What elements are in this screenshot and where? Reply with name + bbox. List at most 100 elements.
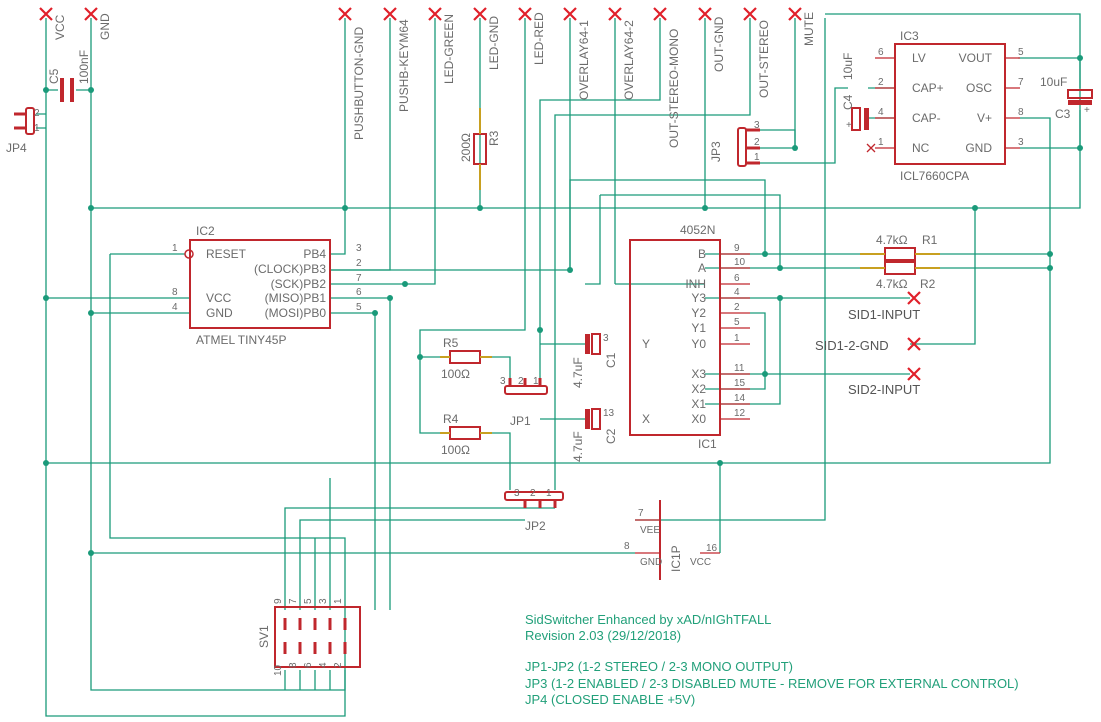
- svg-text:PB4: PB4: [303, 247, 326, 261]
- note-jp3: JP3 (1-2 ENABLED / 2-3 DISABLED MUTE - R…: [525, 676, 1019, 691]
- svg-text:1: 1: [754, 152, 760, 163]
- sid1-input-label: SID1-INPUT: [848, 307, 920, 322]
- ic1-pin-name: INH: [685, 277, 706, 291]
- svg-text:4.7kΩ: 4.7kΩ: [876, 233, 908, 247]
- svg-text:1: 1: [34, 123, 40, 134]
- svg-text:1: 1: [172, 243, 178, 254]
- ic1p-power: 7 VEE 8 GND IC1P 16 VCC: [624, 500, 720, 580]
- top-connectors: VCC GND PUSHBUTTON-GND PUSHB-KEYM64 LED-…: [39, 7, 816, 148]
- ic1-pin-name: B: [698, 247, 706, 261]
- svg-text:3: 3: [356, 243, 362, 254]
- ic1-pin-number: 11: [734, 363, 745, 374]
- svg-text:2: 2: [530, 488, 536, 499]
- jumper-jp3: 3 2 1 JP3: [709, 120, 760, 167]
- ic1-pin-name: Y1: [691, 321, 706, 335]
- svg-text:100Ω: 100Ω: [441, 367, 470, 381]
- svg-text:6: 6: [878, 47, 884, 58]
- ic1-pin-number: 1: [734, 333, 740, 344]
- svg-text:CAP-: CAP-: [912, 111, 941, 125]
- svg-text:2: 2: [754, 137, 760, 148]
- led-gnd-label: LED-GND: [487, 16, 501, 70]
- out-stereo-mono-label: OUT-STEREO-MONO: [667, 29, 681, 148]
- svg-text:C2: C2: [604, 428, 618, 444]
- svg-text:8: 8: [624, 541, 630, 552]
- jumper-jp1: 3 2 1 JP1: [500, 376, 548, 428]
- out-stereo-label: OUT-STEREO: [757, 20, 771, 98]
- capacitor-c1: 3 4.7uF C1: [571, 333, 618, 388]
- sid2-input-label: SID2-INPUT: [848, 382, 920, 397]
- resistor-r5: R5 100Ω: [440, 336, 492, 381]
- svg-text:1: 1: [546, 488, 552, 499]
- overlay64-1-label: OVERLAY64-1: [577, 20, 591, 100]
- ic2-part: ATMEL TINY45P: [196, 333, 286, 347]
- svg-text:GND: GND: [965, 141, 992, 155]
- resistor-r2: 4.7kΩ R2: [860, 261, 940, 291]
- note-jp4: JP4 (CLOSED ENABLE +5V): [525, 692, 695, 707]
- svg-text:200Ω: 200Ω: [459, 133, 473, 162]
- svg-text:1: 1: [333, 598, 344, 604]
- svg-text:R5: R5: [443, 336, 459, 350]
- junction-dots: [43, 55, 1083, 556]
- svg-text:GND: GND: [640, 557, 662, 568]
- svg-text:R4: R4: [443, 412, 459, 426]
- ic1-pin-name: X3: [691, 367, 706, 381]
- svg-text:VEE: VEE: [640, 525, 660, 536]
- ic1-pin-name: Y0: [691, 337, 706, 351]
- svg-text:2: 2: [333, 662, 344, 668]
- note-revision: Revision 2.03 (29/12/2018): [525, 628, 681, 643]
- c5-name: C5: [47, 68, 61, 84]
- note-jp1-jp2: JP1-JP2 (1-2 STEREO / 2-3 MONO OUTPUT): [525, 659, 793, 674]
- led-green-label: LED-GREEN: [442, 14, 456, 84]
- header-sv1: 9 7 5 3 1 10 8 6 4 2 SV1: [257, 598, 361, 676]
- svg-text:NC: NC: [912, 141, 930, 155]
- svg-text:5: 5: [356, 302, 362, 313]
- svg-text:(CLOCK)PB3: (CLOCK)PB3: [254, 262, 326, 276]
- svg-text:7: 7: [638, 508, 644, 519]
- ic1-pin-name: Y3: [691, 291, 706, 305]
- overlay64-2-label: OVERLAY64-2: [622, 20, 636, 100]
- ic1-pin-number: 14: [734, 393, 746, 404]
- svg-text:(SCK)PB2: (SCK)PB2: [271, 277, 327, 291]
- svg-text:1: 1: [878, 137, 884, 148]
- svg-text:GND: GND: [206, 306, 233, 320]
- jp4-name: JP4: [6, 141, 27, 155]
- svg-text:JP1: JP1: [510, 414, 531, 428]
- vcc-label: VCC: [53, 14, 67, 40]
- led-red-label: LED-RED: [532, 12, 546, 65]
- ic1-pin-number: 10: [734, 257, 746, 268]
- ic1-pin-name: X1: [691, 397, 706, 411]
- svg-text:7: 7: [1018, 77, 1024, 88]
- ic1-pin-number: 9: [734, 243, 740, 254]
- jumper-jp4: 2 1 JP4: [6, 107, 40, 155]
- svg-text:R3: R3: [487, 130, 501, 146]
- sid-ports: SID1-INPUT SID1-2-GND SID2-INPUT: [815, 291, 921, 397]
- svg-text:ICL7660CPA: ICL7660CPA: [900, 169, 969, 183]
- svg-text:3: 3: [514, 488, 520, 499]
- svg-text:7: 7: [356, 273, 362, 284]
- svg-text:6: 6: [356, 287, 362, 298]
- svg-text:+: +: [1084, 105, 1090, 116]
- svg-text:C3: C3: [1055, 107, 1071, 121]
- notes-block: SidSwitcher Enhanced by xAD/nIGhTFALL Re…: [525, 612, 1019, 707]
- svg-text:100Ω: 100Ω: [441, 443, 470, 457]
- svg-text:7: 7: [288, 598, 299, 604]
- svg-text:VCC: VCC: [690, 557, 711, 568]
- svg-text:2: 2: [878, 77, 884, 88]
- capacitor-c3: + 10uF C3: [1040, 75, 1093, 121]
- svg-text:10uF: 10uF: [1040, 75, 1067, 89]
- svg-text:IC1P: IC1P: [669, 545, 683, 572]
- svg-text:5: 5: [1018, 47, 1024, 58]
- ic3-icl7660: IC3 ICL7660CPA LV CAP+ CAP- NC 6 2 4 1 V…: [866, 29, 1024, 183]
- sid12-gnd-label: SID1-2-GND: [815, 338, 889, 353]
- svg-text:(MISO)PB1: (MISO)PB1: [265, 291, 327, 305]
- svg-text:X: X: [642, 412, 650, 426]
- resistor-r3: 200Ω R3: [459, 108, 501, 190]
- capacitor-c5: C5 100nF: [47, 50, 91, 102]
- svg-text:JP3: JP3: [709, 141, 723, 162]
- ic1-pin-number: 5: [734, 317, 740, 328]
- ic2-name: IC2: [196, 224, 215, 238]
- svg-text:8: 8: [288, 662, 299, 668]
- ic1-pin-number: 12: [734, 408, 746, 419]
